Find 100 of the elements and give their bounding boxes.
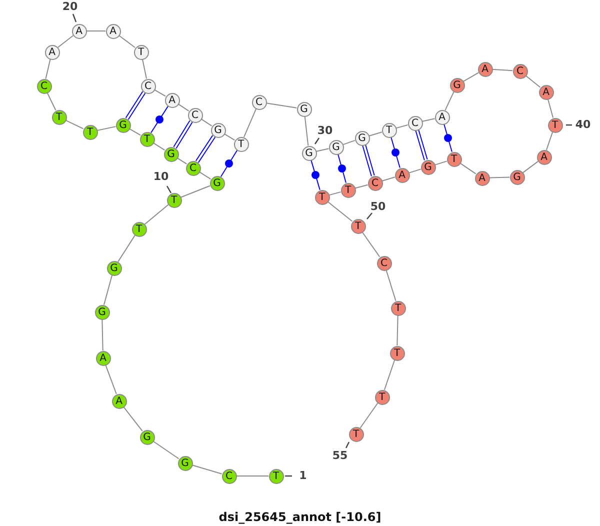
backbone-line xyxy=(422,118,436,122)
nucleotide-circle: G xyxy=(302,146,316,160)
nucleotide-circle: G xyxy=(328,140,344,154)
nucleotide-circle: G xyxy=(210,176,224,190)
nucleotide-circle: C xyxy=(252,94,266,110)
nucleotide-circle: T xyxy=(134,44,148,60)
backbone-line xyxy=(434,160,448,166)
backbone-line xyxy=(105,364,117,394)
nucleotide-circle: T xyxy=(140,132,154,146)
nucleotide-circle: T xyxy=(348,426,364,442)
backbone-line xyxy=(200,118,212,126)
position-number: 50 xyxy=(370,201,386,213)
backbone-line xyxy=(152,440,180,460)
nucleotide-circle: C xyxy=(408,116,422,130)
position-number: 55 xyxy=(332,450,348,462)
nucleotide-circle: A xyxy=(112,394,126,408)
backbone-line xyxy=(96,126,116,131)
backbone-line xyxy=(102,319,104,351)
nucleotide-circle: A xyxy=(164,92,180,108)
backbone-line xyxy=(192,464,222,474)
nucleotide-circle: A xyxy=(44,44,60,60)
backbone-line xyxy=(154,89,166,97)
backbone-line xyxy=(65,120,84,130)
backbone-line xyxy=(46,92,56,111)
nucleotide-circle: T xyxy=(390,300,406,316)
backbone-line xyxy=(360,402,378,428)
nucleotide-circle: T xyxy=(268,468,284,484)
backbone-line xyxy=(57,35,74,48)
nucleotide-circle: T xyxy=(234,136,248,152)
nucleotide-circle: T xyxy=(548,118,562,132)
nucleotide-circle: A xyxy=(538,84,554,100)
nucleotide-circle: G xyxy=(106,260,122,276)
nucleotide-circle: C xyxy=(512,64,528,78)
backbone-line xyxy=(368,132,382,136)
nucleotide-circle: G xyxy=(296,102,312,116)
backbone-line xyxy=(444,91,454,111)
position-number: 1 xyxy=(299,470,307,482)
backbone-line xyxy=(180,185,211,198)
backbone-line xyxy=(86,30,106,32)
nucleotide-circle: C xyxy=(222,468,236,484)
nucleotide-circle: A xyxy=(474,170,490,186)
backbone-line xyxy=(384,360,396,390)
nucleotide-circle: T xyxy=(314,190,330,204)
nucleotide-circle: G xyxy=(140,430,154,444)
position-number: 10 xyxy=(153,171,169,183)
nucleotide-circle: G xyxy=(510,170,524,184)
position-number: 30 xyxy=(317,125,333,137)
nucleotide-circle: C xyxy=(188,108,202,122)
backbone-line xyxy=(152,142,166,151)
nucleotide-circle: A xyxy=(96,350,110,366)
nucleotide-circle: C xyxy=(186,160,200,176)
nucleotide-circle: C xyxy=(368,176,382,190)
backbone-line xyxy=(342,140,356,146)
backbone-line xyxy=(354,184,368,189)
backbone-line xyxy=(118,234,136,262)
nucleotide-circle: A xyxy=(394,168,410,182)
backbone-line xyxy=(328,191,342,196)
nucleotide-circle: A xyxy=(72,24,86,38)
backbone-line xyxy=(144,204,169,225)
nucleotide-circle: A xyxy=(434,110,450,124)
nucleotide-circle: T xyxy=(52,110,66,124)
backbone-line xyxy=(327,201,353,222)
backbone-line xyxy=(396,315,398,346)
nucleotide-circle: G xyxy=(178,456,192,470)
backbone-line xyxy=(525,75,541,88)
nucleotide-circle: C xyxy=(140,78,156,94)
backbone-line xyxy=(178,104,190,112)
backbone-line xyxy=(316,148,330,152)
backbone-line xyxy=(460,162,476,174)
backbone-line xyxy=(396,124,408,129)
nucleotide-circle: G xyxy=(354,130,370,146)
backbone-line xyxy=(142,58,147,80)
nucleotide-circle: G xyxy=(420,160,436,174)
backbone-line xyxy=(224,133,236,141)
backbone-line xyxy=(547,98,554,118)
nucleotide-circle: A xyxy=(536,150,552,164)
nucleotide-circle: C xyxy=(36,78,52,94)
nucleotide-circle: T xyxy=(390,346,404,360)
nucleotide-circle: T xyxy=(132,222,146,236)
nucleotide-circle: A xyxy=(478,62,492,76)
nucleotide-circle: G xyxy=(210,122,226,138)
backbone-line xyxy=(463,72,479,82)
nucleotide-circle: T xyxy=(166,192,182,208)
nucleotide-circle: T xyxy=(374,390,390,404)
backbone-line xyxy=(128,128,142,136)
backbone-line xyxy=(386,270,396,302)
backbone-line xyxy=(304,116,309,146)
backbone-line xyxy=(176,158,188,164)
backbone-line xyxy=(243,108,257,138)
backbone-line xyxy=(546,132,554,150)
nucleotide-circle: T xyxy=(350,218,366,234)
nucleotide-circle: G xyxy=(164,146,178,162)
nucleotide-circle: A xyxy=(106,24,120,38)
backbone-line xyxy=(198,171,212,180)
nucleotide-circle: G xyxy=(94,304,110,320)
nucleotide-circle: C xyxy=(376,256,392,270)
nucleotide-circle: G xyxy=(116,118,130,132)
backbone-line xyxy=(492,68,513,72)
position-number: 20 xyxy=(62,1,78,13)
backbone-line xyxy=(382,176,396,182)
